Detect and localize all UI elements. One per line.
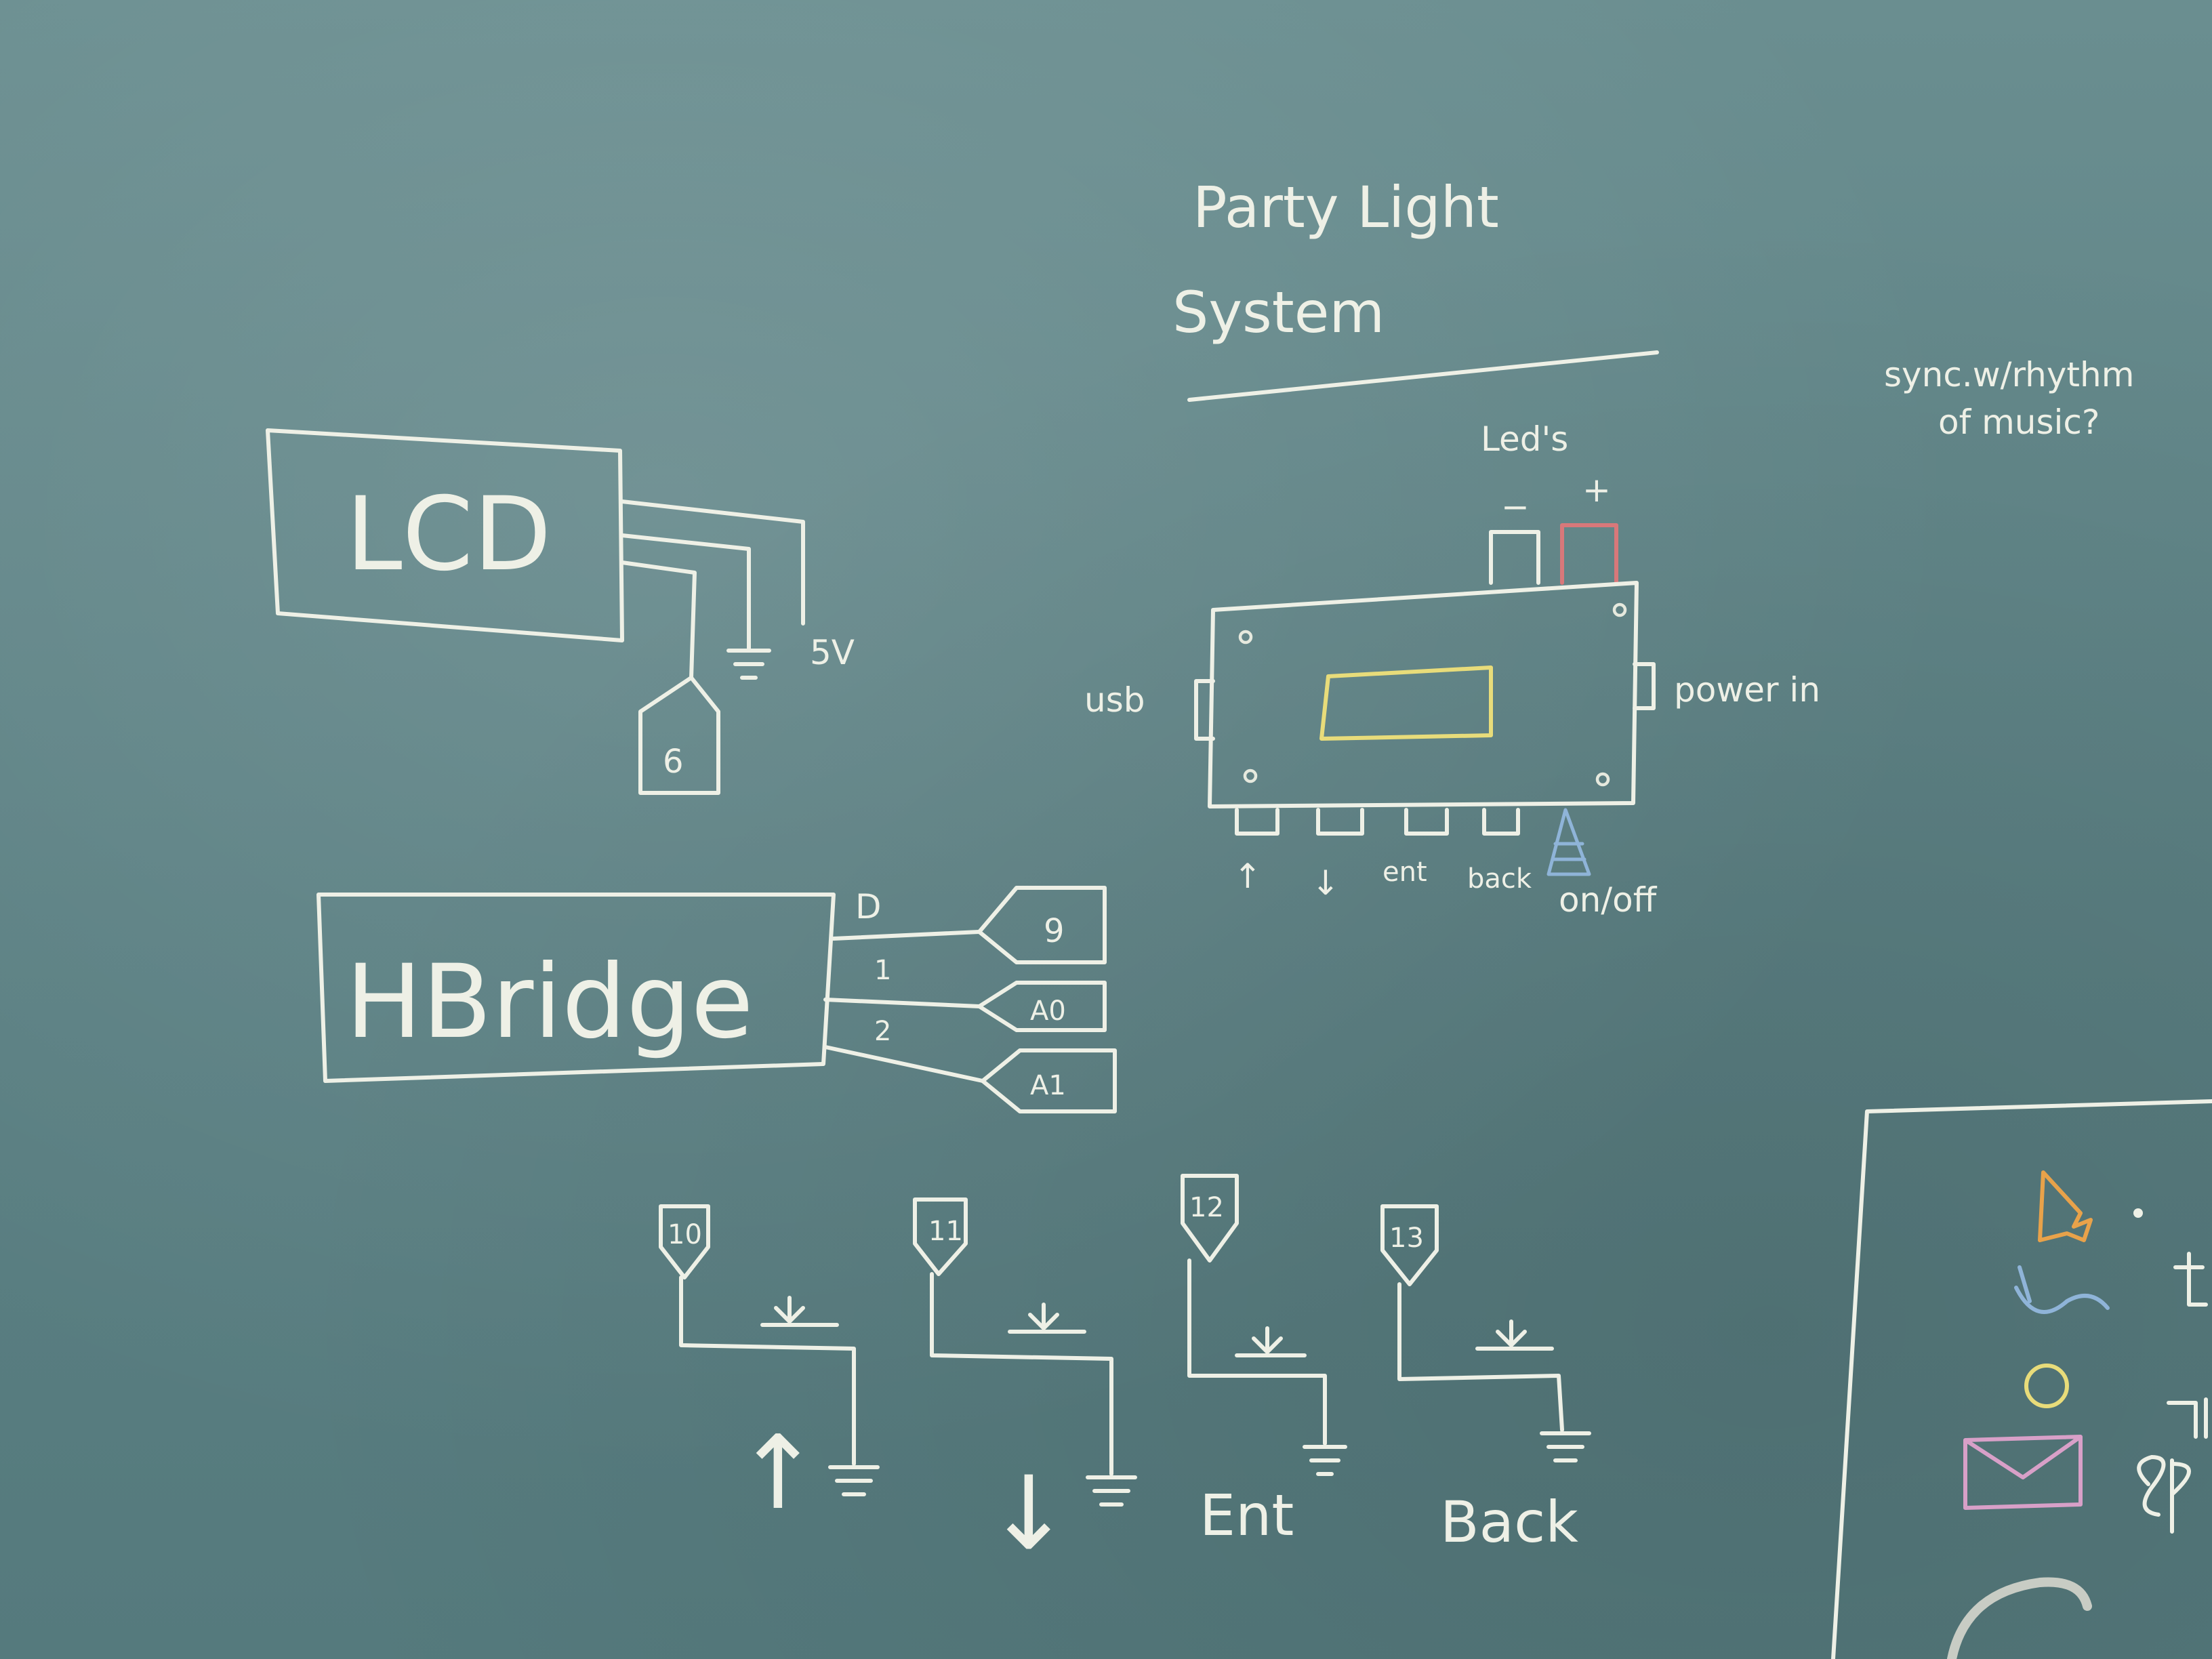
side-note: sync.w/rhythm of music? — [1884, 355, 2134, 442]
lcd-ground-symbol — [726, 649, 771, 680]
lcd-screen-window — [1319, 665, 1493, 741]
hbridge-label: HBridge — [346, 943, 754, 1061]
lcd-box — [266, 428, 624, 642]
pushbutton-symbol — [1235, 1326, 1307, 1357]
title: Party Light System — [1172, 174, 1659, 402]
switch-1: 10 ↑ — [659, 1204, 880, 1532]
enclosure-button-back — [1482, 808, 1520, 836]
side-note-line-1: sync.w/rhythm — [1884, 355, 2134, 394]
switch-pin-tag — [1181, 1174, 1239, 1263]
title-underline — [1187, 350, 1659, 402]
leds-minus: − — [1501, 487, 1530, 527]
switch-wire — [679, 1275, 856, 1466]
side-note-line-2: of music? — [1938, 403, 2100, 442]
hbridge-wire-1 — [832, 930, 981, 941]
enclosure-label-back: back — [1467, 863, 1532, 895]
letter-fragment — [2137, 1455, 2191, 1534]
hbridge-wire-3 — [823, 1045, 985, 1083]
led-plus-terminal — [1560, 523, 1618, 585]
enclosure-label-enter: ent — [1382, 857, 1427, 888]
ground-symbol — [1540, 1431, 1591, 1462]
switch-4-label: Back — [1440, 1489, 1578, 1555]
lcd-wire-5v — [620, 499, 805, 626]
letter-fragment — [2173, 1252, 2208, 1307]
screw-hole — [1612, 602, 1627, 617]
screw-hole — [1243, 769, 1258, 783]
power-label: power in — [1674, 670, 1820, 710]
lcd-voltage: 5V — [810, 633, 855, 672]
letter-fragment — [2167, 1397, 2208, 1439]
switch-3: 12 Ent — [1181, 1174, 1347, 1549]
switch-2-pin: 11 — [928, 1216, 963, 1247]
poster-frame — [1831, 1099, 2212, 1659]
hbridge-box — [316, 893, 836, 1083]
title-line-1: Party Light — [1193, 174, 1499, 241]
hbridge-pin-tag-1 — [977, 886, 1107, 964]
enclosure-label-down: ↓ — [1311, 863, 1340, 903]
title-line-2: System — [1172, 279, 1385, 346]
pushbutton-symbol — [1475, 1319, 1554, 1351]
hbridge-wire-2 — [823, 998, 981, 1008]
screw-hole — [1595, 772, 1610, 787]
logo-icon — [2038, 1170, 2093, 1242]
usb-port — [1194, 679, 1215, 741]
switch-2: 11 ↓ — [913, 1197, 1137, 1573]
switch-4: 13 Back — [1380, 1204, 1591, 1555]
lcd-pin: 6 — [663, 743, 684, 781]
enclosure-button-up — [1235, 808, 1279, 836]
hbridge-pin-2: A0 — [1030, 996, 1066, 1027]
hbridge-block: HBridge D 1 2 9 A0 A1 — [316, 886, 1117, 1113]
switch-3-label: Ent — [1200, 1482, 1294, 1549]
bird-icon — [2014, 1265, 2110, 1314]
leds-label: Led's — [1481, 419, 1568, 459]
hbridge-wire-label-3: 2 — [874, 1016, 891, 1047]
switch-3-pin: 12 — [1189, 1192, 1224, 1223]
enclosure-label-onoff: on/off — [1559, 880, 1658, 920]
usb-label: usb — [1084, 680, 1145, 720]
ground-symbol — [828, 1465, 880, 1496]
hbridge-pin-1: 9 — [1044, 912, 1065, 950]
hbridge-pin-tag-3 — [981, 1048, 1117, 1113]
enclosure-switch-onoff — [1547, 808, 1591, 876]
switch-wire — [1187, 1258, 1327, 1446]
lcd-wire-pin — [620, 560, 697, 680]
pushbutton-symbol — [760, 1296, 839, 1327]
switch-1-label: ↑ — [735, 1414, 821, 1532]
hbridge-wire-label-1: D — [855, 887, 882, 926]
lcd-block: LCD 5V 6 — [266, 428, 855, 795]
mail-icon — [1963, 1435, 2083, 1510]
switch-pin-tag — [659, 1204, 710, 1279]
switch-pin-tag — [913, 1197, 968, 1276]
hbridge-pin-tag-2 — [977, 981, 1107, 1032]
dot-icon — [2133, 1208, 2143, 1218]
lcd-wire-gnd — [620, 533, 751, 653]
lcd-pin-tag — [638, 676, 720, 795]
switch-1-pin: 10 — [668, 1219, 702, 1250]
enclosure-box — [1208, 581, 1639, 808]
lcd-label: LCD — [346, 476, 552, 594]
partial-icon — [1947, 1577, 2092, 1659]
leds-plus: + — [1582, 470, 1611, 510]
switch-wire — [930, 1272, 1113, 1476]
switch-4-pin: 13 — [1389, 1223, 1424, 1254]
enclosure: Led's − + usb power in ↑ ↓ ent back on/o… — [1084, 419, 1820, 920]
screw-hole — [1238, 630, 1253, 644]
github-icon — [2024, 1364, 2069, 1408]
ground-symbol — [1086, 1475, 1137, 1507]
ground-symbol — [1303, 1445, 1347, 1476]
pushbutton-symbol — [1008, 1303, 1086, 1334]
enclosure-button-down — [1316, 808, 1364, 836]
switch-2-label: ↓ — [986, 1455, 1071, 1573]
enclosure-button-enter — [1404, 808, 1449, 836]
switch-pin-tag — [1380, 1204, 1439, 1286]
hbridge-wire-label-2: 1 — [874, 955, 891, 986]
switch-wire — [1397, 1282, 1564, 1432]
led-minus-terminal — [1489, 530, 1540, 585]
enclosure-label-up: ↑ — [1233, 857, 1262, 896]
hbridge-pin-3: A1 — [1030, 1070, 1066, 1101]
contact-poster — [1831, 1099, 2212, 1659]
power-port — [1633, 662, 1656, 710]
